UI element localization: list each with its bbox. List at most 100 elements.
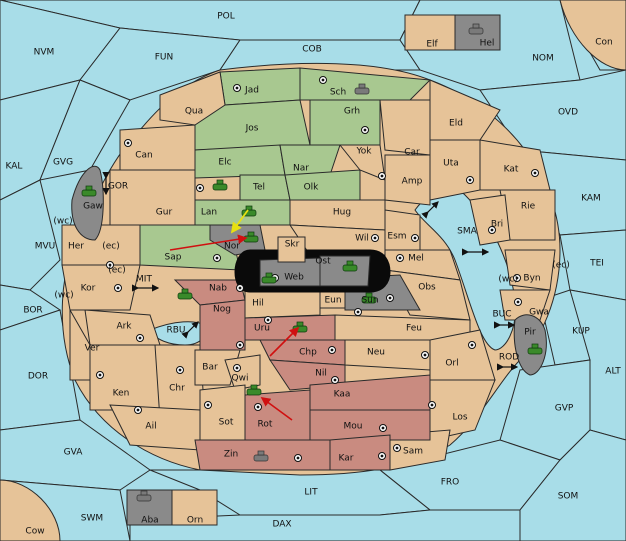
terr-nog[interactable] (199, 299, 246, 351)
label-rot: Rot (258, 420, 273, 430)
label-kar: Kar (339, 454, 354, 464)
sea-fun[interactable] (79, 27, 241, 101)
label-sam: Sam (403, 447, 423, 457)
label-elf: Elf (426, 40, 438, 50)
sea-mvu[interactable] (0, 179, 61, 291)
sc-rot (254, 403, 262, 411)
tank-icon[interactable] (361, 292, 377, 304)
terr-qua[interactable] (159, 71, 226, 126)
terr-esm[interactable] (384, 209, 421, 251)
label-hug: Hug (333, 208, 351, 218)
sc-her (106, 261, 114, 269)
sc-wil (371, 234, 379, 242)
label-gwa: Gwa (529, 308, 549, 318)
sc-uru (264, 316, 272, 324)
label-nog: Nog (213, 305, 231, 315)
label-fro: FRO (441, 478, 460, 488)
terr-gaw[interactable] (71, 165, 104, 241)
label-yok: Yok (355, 147, 372, 157)
sc-yok (378, 172, 386, 180)
label-qua: Qua (185, 107, 203, 117)
terr-kor[interactable] (61, 264, 141, 311)
label-web: Web (284, 273, 304, 283)
tank-icon[interactable] (468, 23, 484, 35)
label-cob: COB (302, 45, 322, 55)
label-grh: Grh (344, 107, 360, 117)
sc-ken (96, 371, 104, 379)
terr-jad[interactable] (219, 67, 301, 106)
tank-icon[interactable] (81, 185, 97, 197)
terr-rot[interactable] (244, 389, 311, 441)
label-alt: ALT (605, 367, 621, 377)
tank-icon[interactable] (177, 288, 193, 300)
terr-elc[interactable] (194, 144, 286, 179)
label-gur: Gur (156, 208, 173, 218)
inner-sea-sma[interactable] (414, 187, 516, 351)
label-amp: Amp (402, 177, 423, 187)
label-feu: Feu (406, 324, 422, 334)
label-sot: Sot (219, 418, 234, 428)
terr-gwa[interactable] (499, 289, 551, 321)
tank-icon[interactable] (527, 343, 543, 355)
label-pol: POL (217, 12, 235, 22)
terr-sot[interactable] (199, 384, 246, 441)
sea-tei[interactable] (559, 229, 626, 301)
sea-som[interactable] (519, 429, 626, 541)
tank-icon[interactable] (342, 260, 358, 272)
tank-icon[interactable] (212, 179, 228, 191)
label-gaw: Gaw (83, 202, 103, 212)
tank-icon[interactable] (246, 384, 262, 396)
terr-gur[interactable] (109, 169, 196, 226)
terr-qwi[interactable] (224, 354, 261, 391)
label-sch: Sch (330, 88, 346, 98)
sc-sch (319, 76, 327, 84)
label-can: Can (135, 151, 153, 161)
sc-kat (531, 169, 539, 177)
sc-sam (393, 444, 401, 452)
label-hil: Hil (252, 299, 264, 309)
label-uta: Uta (443, 159, 459, 169)
label-kor: Kor (81, 284, 96, 294)
label-nab: Nab (209, 284, 227, 294)
tank-icon[interactable] (136, 490, 152, 502)
label-olk: Olk (304, 183, 320, 193)
label-los: Los (452, 413, 467, 423)
terr-orn[interactable] (171, 489, 218, 526)
terr-nar[interactable] (279, 144, 341, 176)
terr-bri[interactable] (469, 194, 511, 246)
terr-can[interactable] (119, 124, 196, 171)
tank-icon[interactable] (354, 83, 370, 95)
label-jos: Jos (245, 124, 259, 134)
sc-mou (379, 424, 387, 432)
sc-kor (114, 284, 122, 292)
label-kat: Kat (504, 165, 519, 175)
terr-uta[interactable] (429, 139, 481, 201)
label-eld: Eld (449, 119, 463, 129)
label-cow: Cow (25, 527, 44, 537)
terr-mou[interactable] (309, 409, 431, 441)
arrow-rbu (181, 321, 199, 339)
label-chr: Chr (169, 384, 185, 394)
tank-icon[interactable] (261, 272, 277, 284)
strait-labels: GOR MIT RBU SMA BUC ROD (wc) (ec) (ec) (… (53, 182, 569, 363)
label-uru: Uru (254, 324, 270, 334)
label-orn: Orn (187, 516, 203, 526)
label-ost: Ost (315, 257, 331, 267)
label-ail: Ail (145, 422, 156, 432)
tank-icon[interactable] (253, 450, 269, 462)
sc-uta (466, 176, 474, 184)
terr-neu[interactable] (344, 339, 431, 371)
sc-byn (513, 274, 521, 282)
terr-pir[interactable] (513, 314, 547, 376)
terr-kar[interactable] (329, 434, 391, 471)
sea-gva[interactable] (0, 419, 151, 491)
terr-olk[interactable] (284, 169, 361, 201)
label-mel: Mel (408, 254, 424, 264)
label-her: Her (68, 242, 84, 252)
sc-neu (421, 351, 429, 359)
sc-grh (361, 126, 369, 134)
supply-centers (96, 76, 539, 462)
label-sun: Sun (361, 296, 378, 306)
label-rie: Rie (521, 202, 536, 212)
